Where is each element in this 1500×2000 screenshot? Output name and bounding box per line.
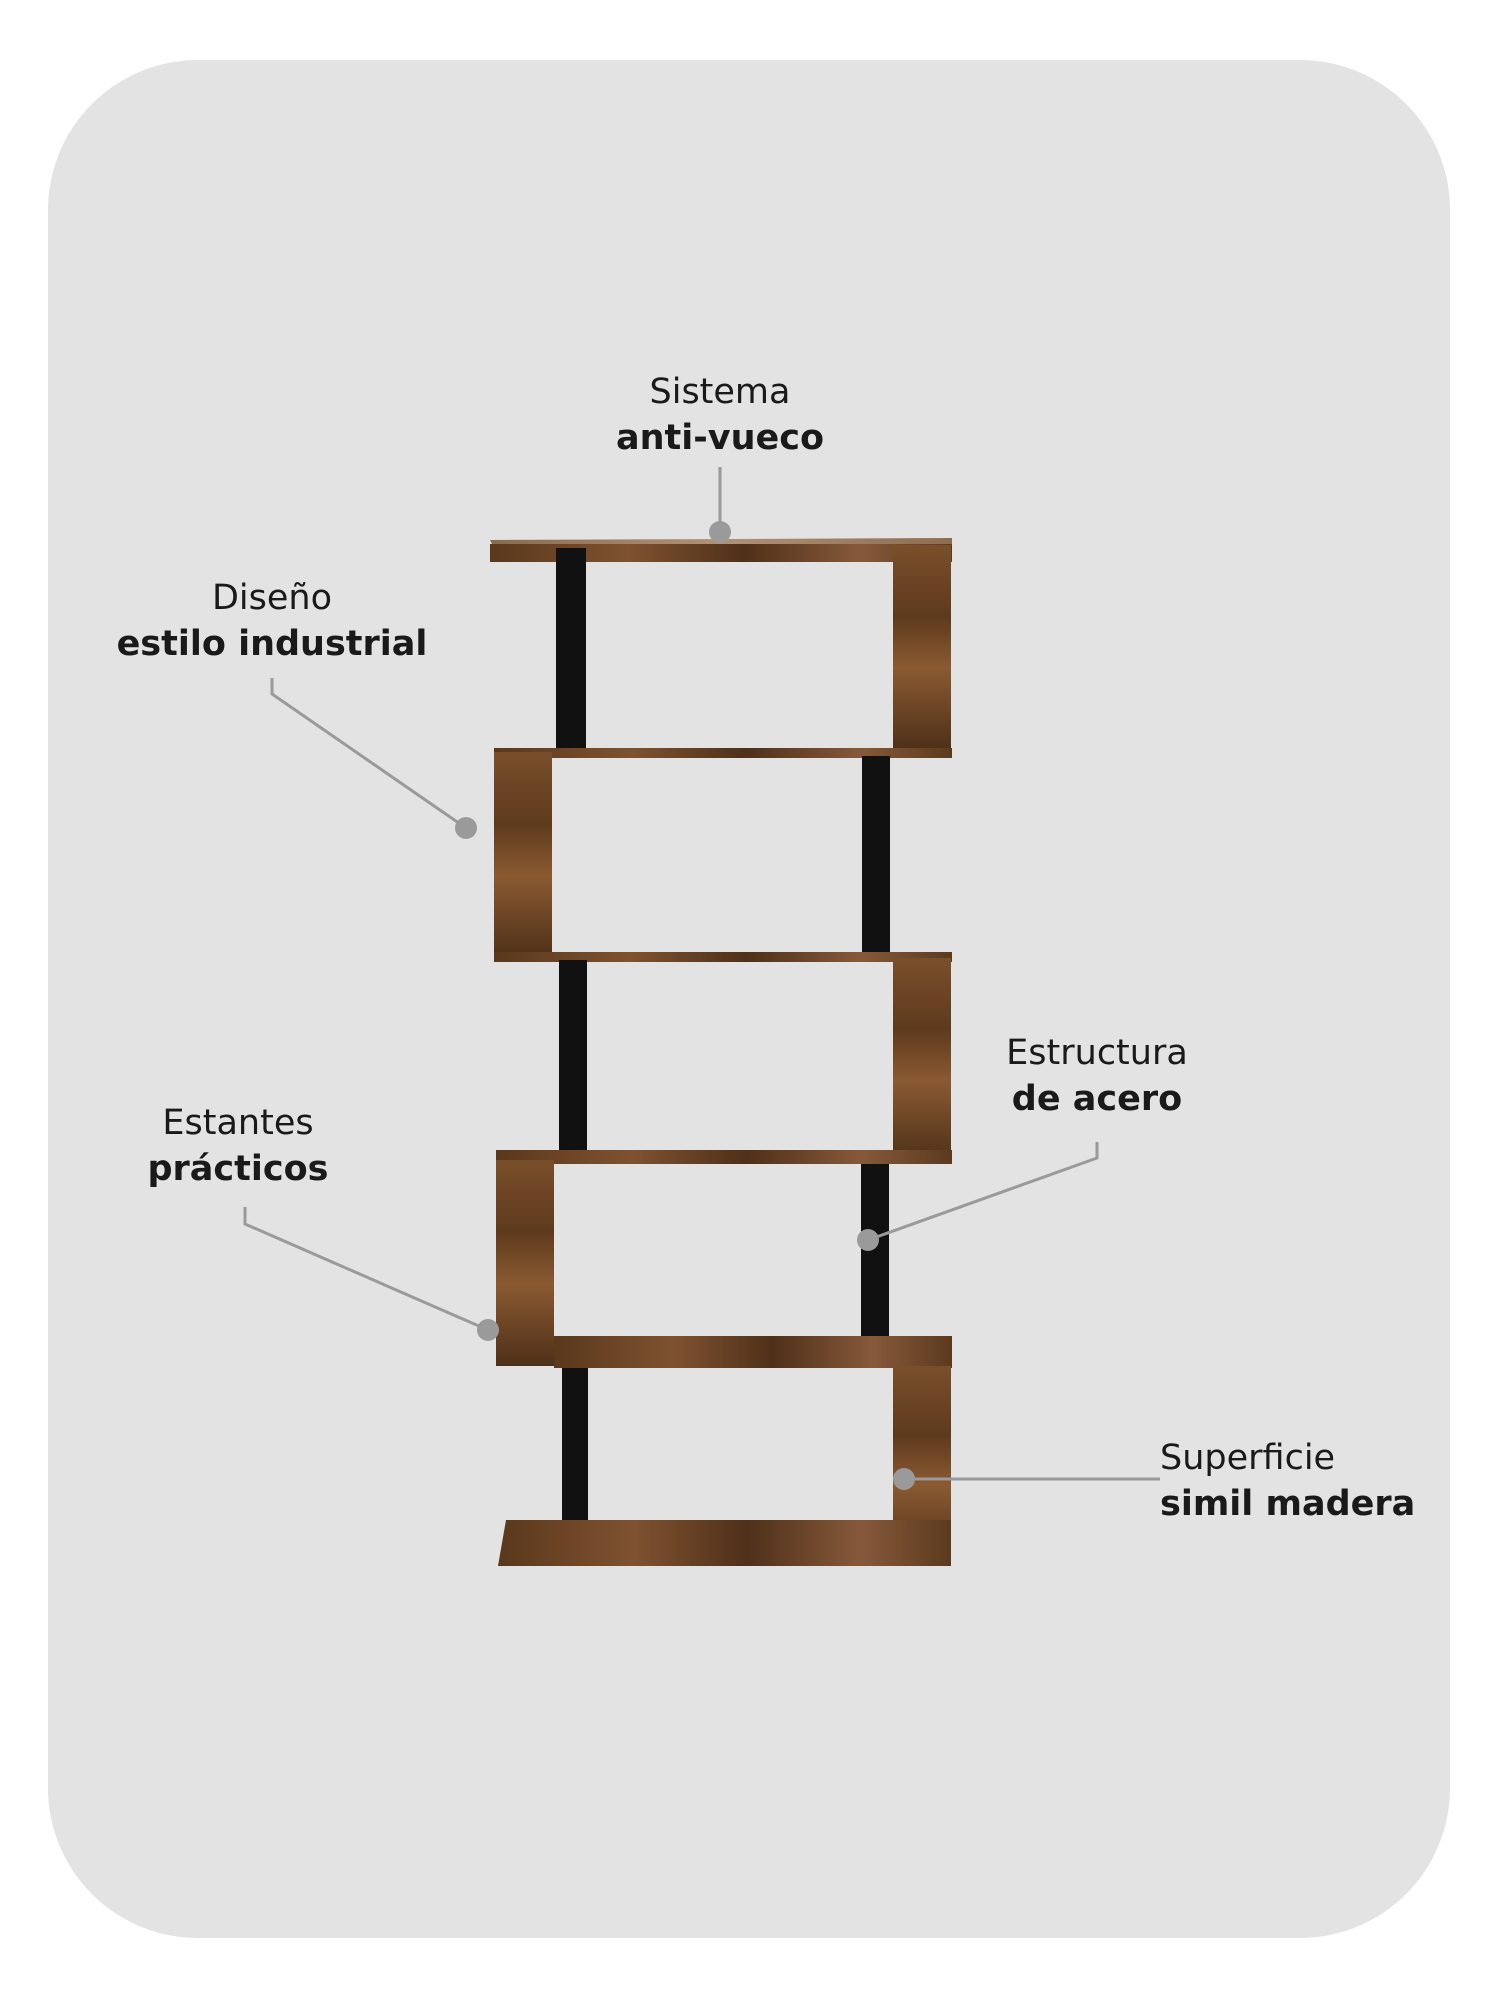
shelf-1-side-panel [893, 545, 951, 750]
callout-steel: Estructura de acero [967, 1030, 1227, 1122]
callout-surface: Superficie simil madera [1160, 1435, 1460, 1527]
shelf-4-steel-leg [861, 1164, 889, 1364]
callout-surface-line1: Superficie [1160, 1438, 1336, 1478]
leader-dot-industrial [455, 817, 477, 839]
leader-lines [243, 467, 1160, 1481]
shelf-1-steel-leg [556, 548, 586, 748]
shelf-4 [496, 1150, 952, 1366]
callout-steel-line2: de acero [1011, 1079, 1183, 1119]
shelf-2-side-panel [494, 752, 552, 958]
leader-dot-steel [857, 1229, 879, 1251]
callout-anti-tip: Sistema anti-vueco [570, 369, 870, 461]
shelf-1 [490, 538, 952, 750]
leader-dot-surface [893, 1468, 915, 1490]
callout-steel-line1: Estructura [1006, 1033, 1188, 1073]
callout-shelves-line2: prácticos [147, 1149, 329, 1189]
shelf-2-board [494, 748, 952, 758]
callout-surface-line2: simil madera [1160, 1484, 1416, 1524]
leader-line-shelves [243, 1207, 489, 1332]
shelf-2-steel-leg [862, 756, 890, 956]
shelf-4-side-panel [496, 1160, 554, 1366]
callout-industrial-line2: estilo industrial [116, 624, 428, 664]
shelf-5-board [554, 1336, 952, 1368]
shelf-1-board [490, 544, 952, 562]
leader-dot-anti-tip [709, 521, 731, 543]
callout-anti-tip-line1: Sistema [649, 372, 791, 412]
callout-shelves-line1: Estantes [162, 1103, 314, 1143]
callout-industrial-line1: Diseño [211, 578, 333, 618]
leader-dot-shelves [477, 1319, 499, 1341]
callout-industrial: Diseño estilo industrial [92, 575, 452, 667]
shelf-3-steel-leg [559, 960, 587, 1160]
leader-line-industrial [270, 678, 467, 830]
shelf-3 [494, 952, 952, 1162]
shelf-3-board [494, 952, 952, 962]
callout-shelves: Estantes prácticos [108, 1100, 368, 1192]
shelf-4-board [496, 1150, 952, 1164]
leader-line-steel [867, 1142, 1099, 1242]
callout-anti-tip-line2: anti-vueco [615, 418, 825, 458]
product-card [48, 60, 1450, 1938]
leader-dots [455, 521, 915, 1490]
shelf-2 [494, 748, 952, 958]
shelf-3-side-panel [893, 958, 951, 1162]
shelf-base [498, 1520, 951, 1566]
